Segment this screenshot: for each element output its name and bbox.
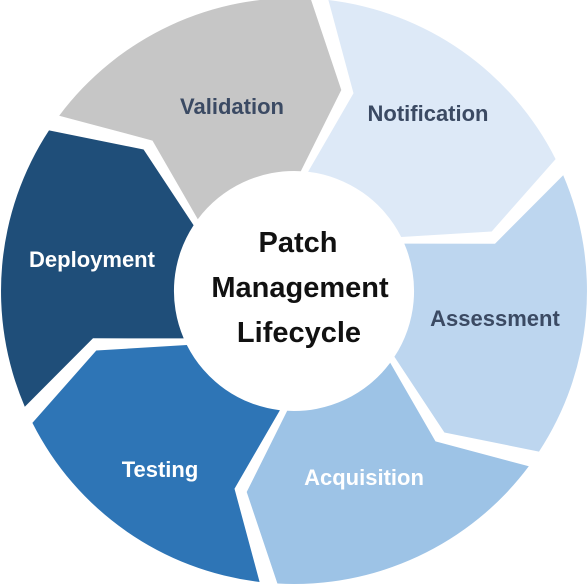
labels-layer: Validation NotificationAssessmentAcquisit… — [29, 94, 560, 490]
center-title-line-3: Lifecycle — [237, 317, 361, 349]
segment-testing — [32, 345, 280, 582]
segment-label-acquisition: Acquisition — [304, 465, 424, 490]
segment-label-assessment: Assessment — [430, 306, 560, 331]
segment-label-deployment: Deployment — [29, 247, 156, 272]
segment-acquisition — [246, 362, 529, 584]
segment-assessment — [394, 175, 587, 452]
center-title-line-1: Patch — [259, 227, 338, 259]
segment-validation — [59, 0, 342, 220]
segment-label-testing: Testing — [122, 457, 199, 482]
segment-notification — [308, 0, 556, 237]
center-circle — [176, 173, 412, 409]
segment-label-notification: Notification — [368, 101, 489, 126]
center-title-line-2: Management — [211, 272, 389, 304]
segment-deployment — [1, 130, 194, 407]
segment-label-validation: Validation — [180, 94, 284, 119]
